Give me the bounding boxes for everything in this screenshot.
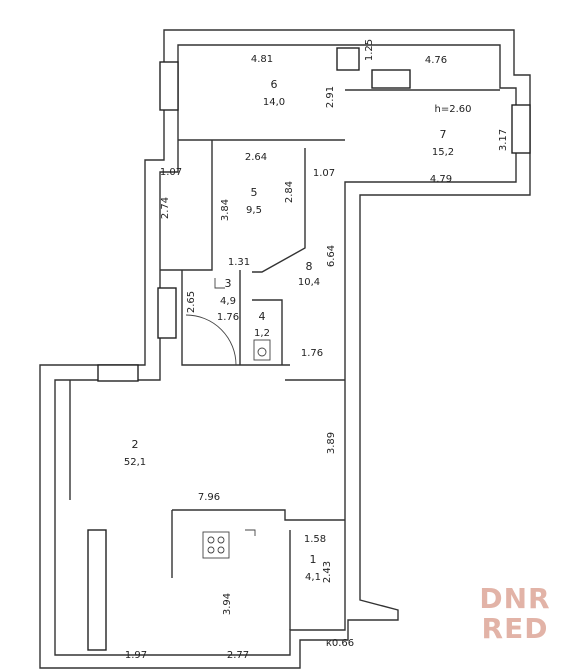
door-swing-icon xyxy=(185,314,237,366)
window-room3 xyxy=(157,287,177,339)
dimension-label: 1.76 xyxy=(217,312,239,323)
dimension-label: 3.84 xyxy=(220,199,231,221)
room-number: 1 xyxy=(310,553,317,566)
room-area: 52,1 xyxy=(124,457,146,468)
sink-kitchen-icon xyxy=(245,529,256,536)
room-number: 5 xyxy=(251,186,258,199)
dimension-label: 3.94 xyxy=(222,593,233,615)
dimension-label: 1.97 xyxy=(125,650,147,661)
sink-icon xyxy=(214,278,225,289)
room-number: 3 xyxy=(225,277,232,290)
dimension-label: к0.66 xyxy=(326,638,354,649)
dimension-label: 3.89 xyxy=(326,432,337,454)
room-area: 4,1 xyxy=(305,572,321,583)
windows xyxy=(87,47,531,651)
dimension-label: 2.91 xyxy=(325,86,336,108)
dimension-label: h=2.60 xyxy=(435,104,472,115)
watermark-logo: DNR RED xyxy=(471,584,559,644)
room-number: 7 xyxy=(440,128,447,141)
dimension-label: 2.65 xyxy=(186,291,197,313)
dimension-label: 3.17 xyxy=(498,129,509,151)
dimension-label: 1.07 xyxy=(313,168,335,179)
dimension-label: 7.96 xyxy=(198,492,220,503)
window-top xyxy=(336,47,360,71)
room-number: 8 xyxy=(306,260,313,273)
dimension-label: 4.76 xyxy=(425,55,447,66)
room-number: 2 xyxy=(132,438,139,451)
dimension-label: 1.58 xyxy=(304,534,326,545)
dimension-label: 1.31 xyxy=(228,257,250,268)
room-area: 1,2 xyxy=(254,328,270,339)
dimension-label: 1.25 xyxy=(364,39,375,61)
dimension-label: 2.64 xyxy=(245,152,267,163)
dimension-label: 1.76 xyxy=(301,348,323,359)
window-room2 xyxy=(97,364,139,382)
watermark-line: RED xyxy=(481,612,549,645)
dimension-labels: 4.81 1.25 4.76 2.91 h=2.60 3.17 2.64 1.0… xyxy=(125,39,509,661)
fixtures xyxy=(185,278,271,559)
dimension-label: 6.64 xyxy=(326,245,337,267)
dimension-label: 2.84 xyxy=(284,181,295,203)
room-area: 10,4 xyxy=(298,277,320,288)
window-room7-top xyxy=(371,69,411,89)
dimension-label: 1.07 xyxy=(160,167,182,178)
room1-dimension: 2.43 xyxy=(322,561,333,583)
dimension-label: 4.81 xyxy=(251,54,273,65)
room-number: 4 xyxy=(259,310,266,323)
dimension-label: 2.77 xyxy=(227,650,249,661)
outer-walls xyxy=(39,29,531,669)
room-area: 9,5 xyxy=(246,205,262,216)
watermark-line: DNR xyxy=(479,582,551,615)
room-labels: 6 14,0 7 15,2 5 9,5 8 10,4 3 4,9 4 1,2 2… xyxy=(124,78,454,583)
room-area: 15,2 xyxy=(432,147,454,158)
window-room7-right xyxy=(511,104,531,154)
window-balcony xyxy=(87,529,107,651)
dimension-label: 2.74 xyxy=(160,197,171,219)
room-area: 14,0 xyxy=(263,97,285,108)
window-room6 xyxy=(159,61,179,111)
stove-icon xyxy=(202,531,230,559)
dimension-label: 4.79 xyxy=(430,174,452,185)
room-number: 6 xyxy=(271,78,278,91)
interior-walls xyxy=(69,89,500,630)
room-area: 4,9 xyxy=(220,296,236,307)
toilet-icon xyxy=(253,339,271,361)
